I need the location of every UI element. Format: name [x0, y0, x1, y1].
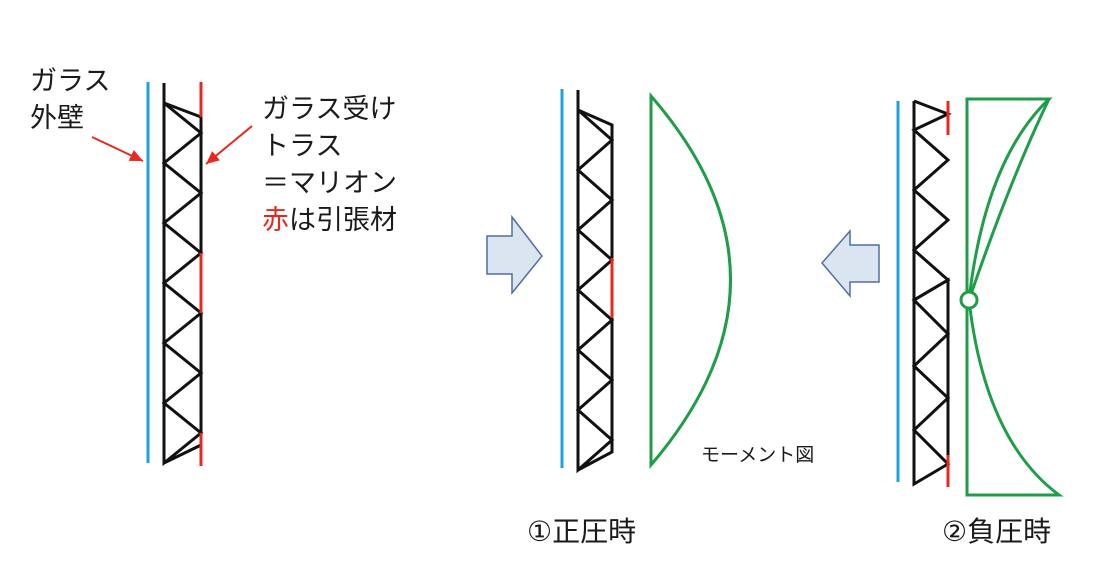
- truss-label-4: 赤は引張材: [262, 207, 397, 234]
- truss-label-1: ガラス受け: [262, 94, 397, 125]
- moment-diagram-case1: [649, 91, 732, 470]
- tension-rest-text: は引張材: [289, 205, 397, 236]
- case2-caption: ②負圧時: [942, 515, 1052, 548]
- glass-wall-label-1: ガラス: [30, 66, 111, 97]
- moment-diagram-case2: [965, 97, 1064, 497]
- case1-caption: ①正圧時: [527, 515, 637, 548]
- load-arrow-right: [486, 214, 543, 296]
- moment-diagram-label: モーメント図: [701, 444, 815, 466]
- truss-case2-upper: [911, 99, 952, 303]
- truss-left: [161, 83, 204, 467]
- truss-case2-lower: [911, 277, 951, 487]
- hinge-circle: [959, 290, 979, 310]
- tension-red-text: 赤: [262, 205, 289, 236]
- truss-label-3: ＝マリオン: [262, 168, 397, 199]
- load-arrow-left: [821, 229, 880, 299]
- glass-wall-label-2: 外壁: [30, 103, 84, 134]
- truss-case1: [575, 90, 615, 474]
- truss-label-2: トラス: [262, 131, 343, 162]
- pointer-arrow-glass: [91, 136, 144, 162]
- pointer-arrow-truss: [205, 125, 253, 165]
- moment-curve-upper: [967, 98, 1051, 301]
